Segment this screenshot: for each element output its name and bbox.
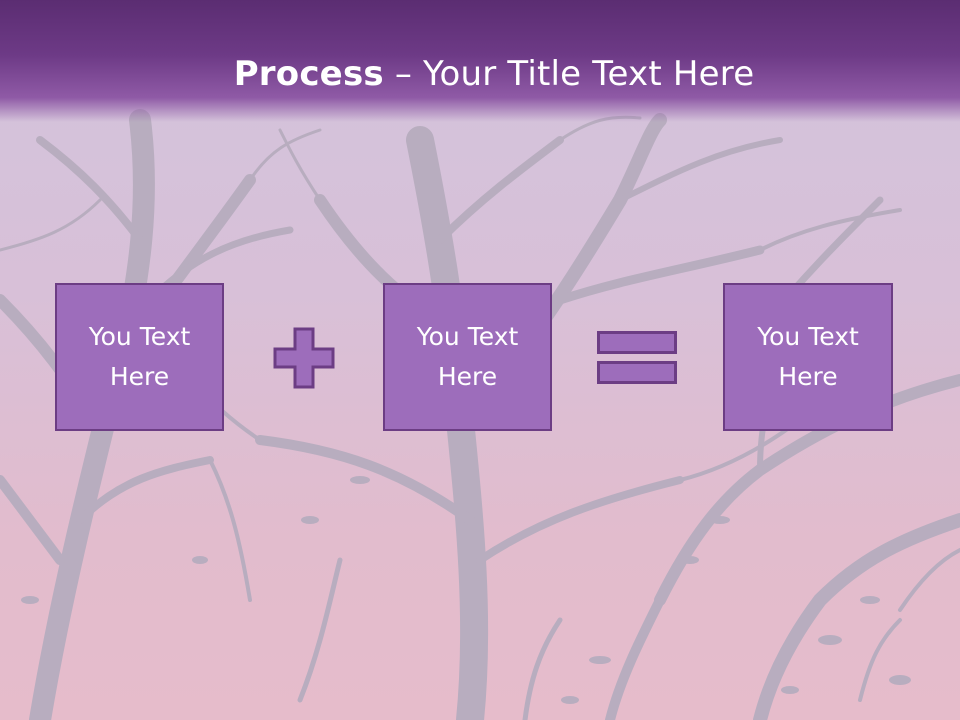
process-box-2[interactable]: You Text Here [383, 283, 552, 431]
slide-title-bold: Process [233, 54, 384, 94]
slide-title: Process – Your Title Text Here [0, 52, 960, 96]
title-bar [0, 0, 960, 122]
process-box-3-text: You Text Here [757, 322, 859, 391]
process-box-3[interactable]: You Text Here [723, 283, 893, 431]
equals-icon [597, 331, 677, 384]
process-box-2-text: You Text Here [416, 322, 519, 391]
process-box-1[interactable]: You Text Here [55, 283, 224, 431]
plus-icon [273, 327, 335, 389]
slide-title-rest: – Your Title Text Here [383, 54, 755, 94]
process-box-1-text: You Text Here [88, 322, 191, 391]
